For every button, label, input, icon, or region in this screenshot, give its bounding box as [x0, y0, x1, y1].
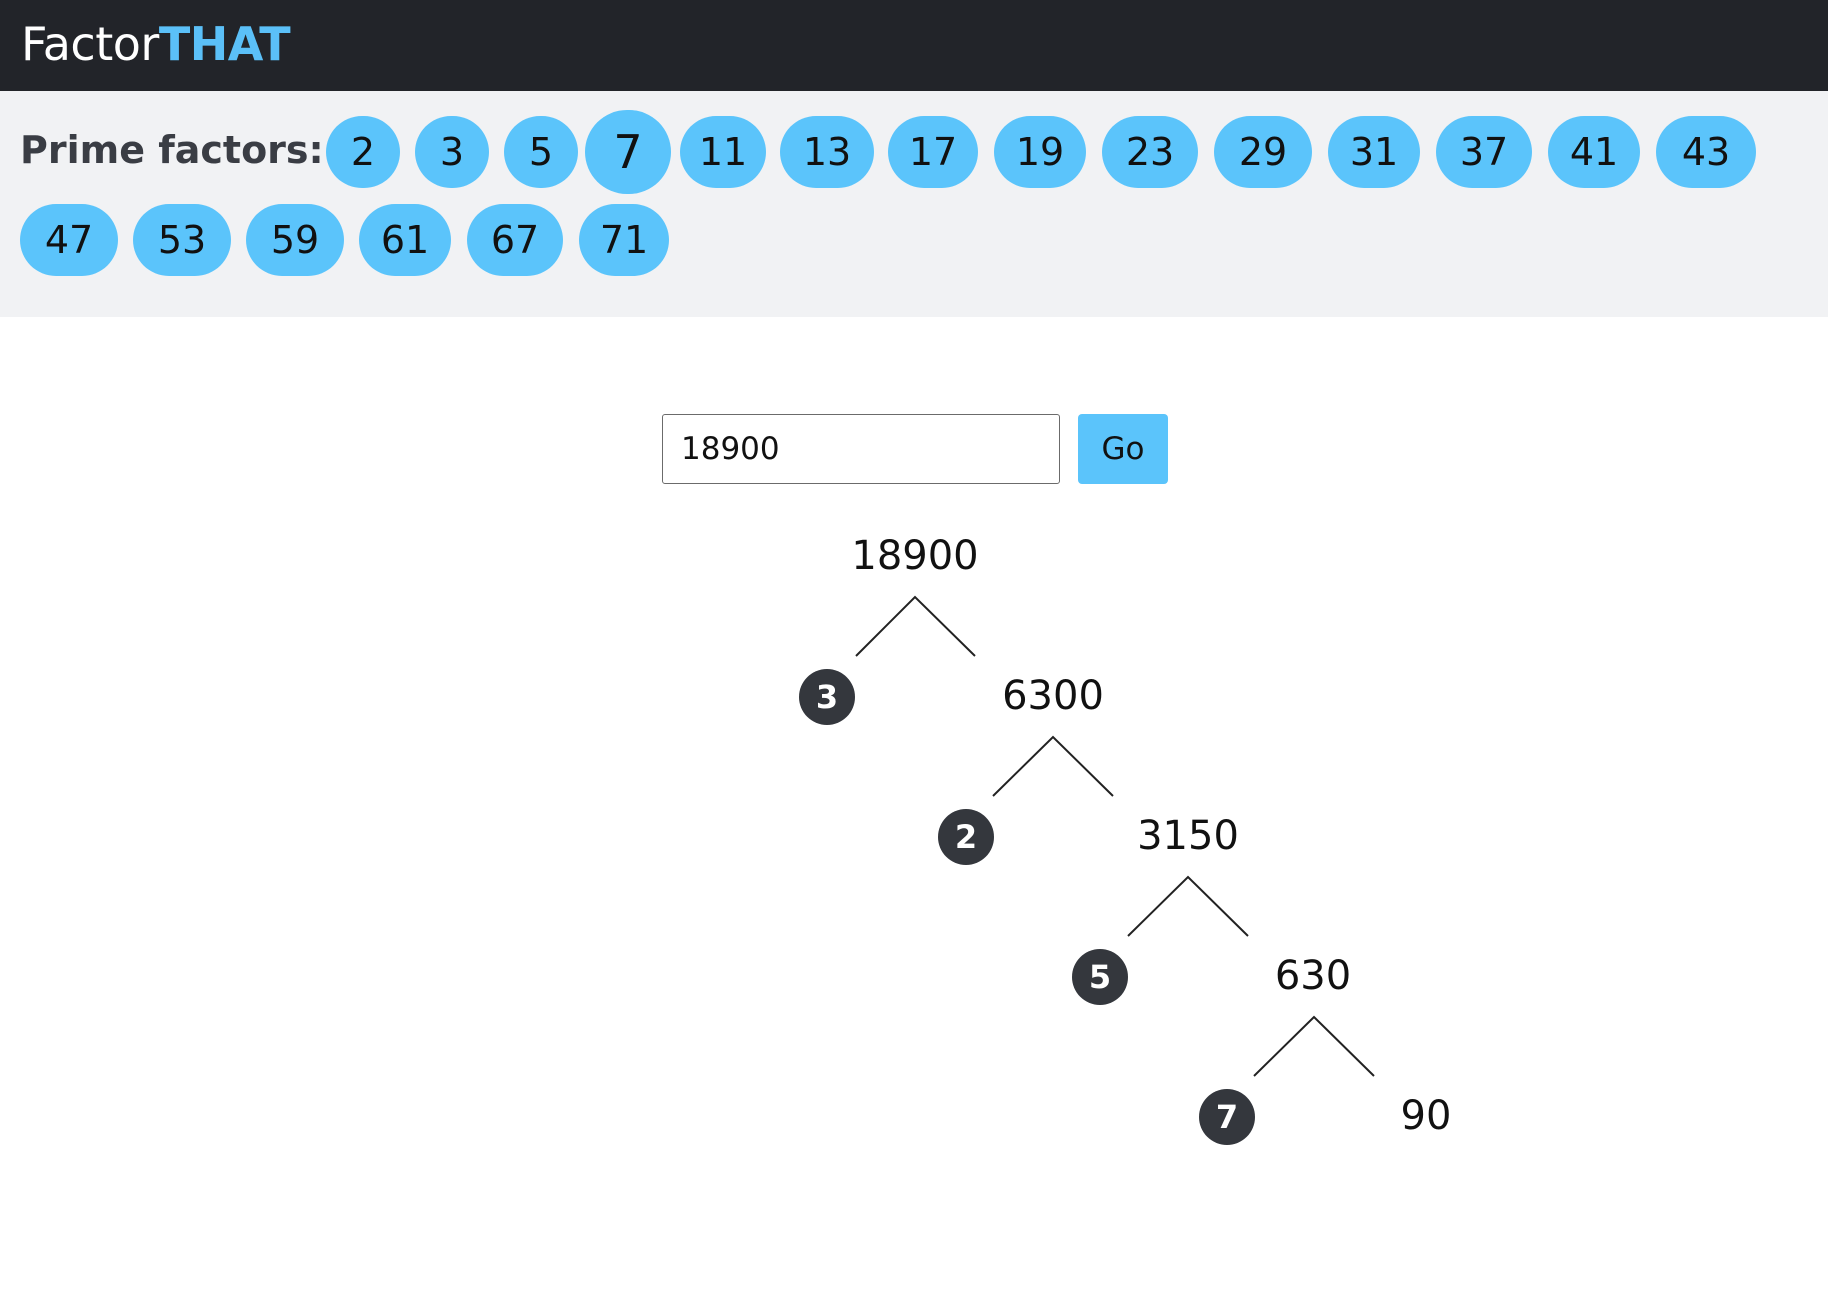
prime-pill-37[interactable]: 37	[1436, 116, 1532, 188]
brand-accent: THAT	[158, 17, 291, 71]
prime-pill-29[interactable]: 29	[1214, 116, 1312, 188]
brand-main: Factor	[21, 17, 159, 71]
prime-pill-3[interactable]: 3	[415, 116, 489, 188]
tree-branch-4	[1253, 1015, 1375, 1077]
prime-pill-5[interactable]: 5	[504, 116, 578, 188]
tree-prime-factor: 7	[1199, 1089, 1255, 1145]
prime-pill-23[interactable]: 23	[1102, 116, 1198, 188]
prime-pill-7[interactable]: 7	[585, 110, 671, 194]
prime-pill-31[interactable]: 31	[1328, 116, 1420, 188]
tree-branch-2	[992, 735, 1114, 797]
tree-root-number: 18900	[851, 533, 979, 579]
prime-pill-47[interactable]: 47	[20, 204, 118, 276]
tree-remainder-number: 3150	[1137, 813, 1239, 859]
prime-pill-71[interactable]: 71	[579, 204, 669, 276]
prime-pill-53[interactable]: 53	[133, 204, 231, 276]
prime-factors-label: Prime factors:	[20, 128, 324, 172]
prime-pill-43[interactable]: 43	[1656, 116, 1756, 188]
prime-pill-17[interactable]: 17	[888, 116, 978, 188]
tree-remainder-number: 6300	[1002, 673, 1104, 719]
prime-pill-2[interactable]: 2	[326, 116, 400, 188]
tree-remainder-number: 90	[1400, 1093, 1452, 1139]
tree-prime-factor: 2	[938, 809, 994, 865]
tree-branch-1	[855, 595, 976, 657]
tree-prime-factor: 5	[1072, 949, 1128, 1005]
prime-pill-19[interactable]: 19	[994, 116, 1086, 188]
prime-pill-61[interactable]: 61	[359, 204, 451, 276]
tree-branch-3	[1127, 875, 1249, 937]
tree-remainder-number: 630	[1274, 953, 1352, 999]
top-navbar: FactorTHAT	[0, 0, 1828, 91]
go-button[interactable]: Go	[1078, 414, 1168, 484]
prime-pill-59[interactable]: 59	[246, 204, 344, 276]
brand-logo[interactable]: FactorTHAT	[21, 14, 291, 74]
number-input[interactable]	[662, 414, 1060, 484]
tree-prime-factor: 3	[799, 669, 855, 725]
prime-pill-67[interactable]: 67	[467, 204, 563, 276]
prime-pill-13[interactable]: 13	[780, 116, 874, 188]
prime-pill-41[interactable]: 41	[1548, 116, 1640, 188]
prime-pill-11[interactable]: 11	[680, 116, 766, 188]
